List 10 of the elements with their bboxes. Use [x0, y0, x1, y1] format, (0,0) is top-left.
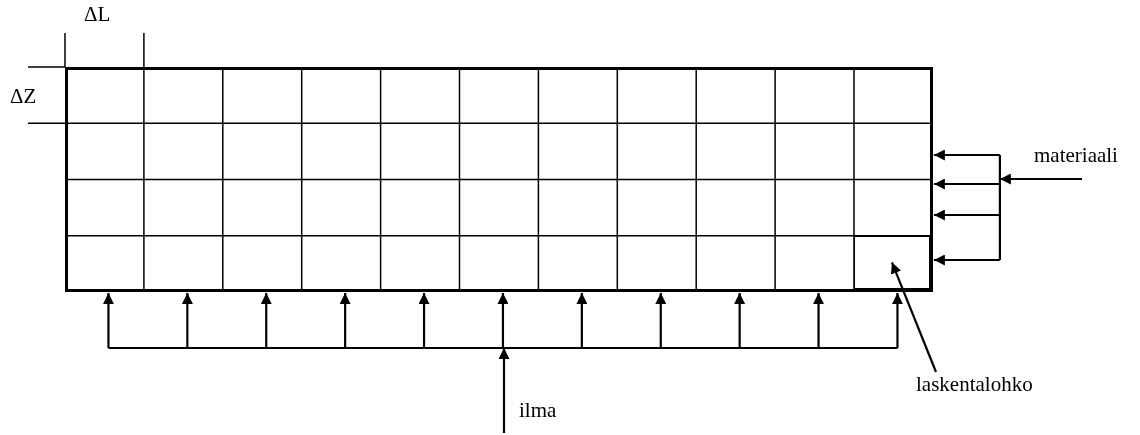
material-label: materiaali — [1034, 143, 1118, 167]
dimension-label: ΔL — [84, 2, 111, 26]
grid-bed — [65, 67, 933, 292]
manifold-arrow — [933, 149, 1082, 266]
cell-label: laskentalohko — [916, 372, 1033, 396]
dimension-label: ΔZ — [10, 84, 37, 108]
grid-cell — [854, 235, 930, 289]
manifold-arrow — [102, 293, 903, 433]
air-label: ilma — [519, 398, 557, 422]
leader-line — [890, 261, 938, 373]
